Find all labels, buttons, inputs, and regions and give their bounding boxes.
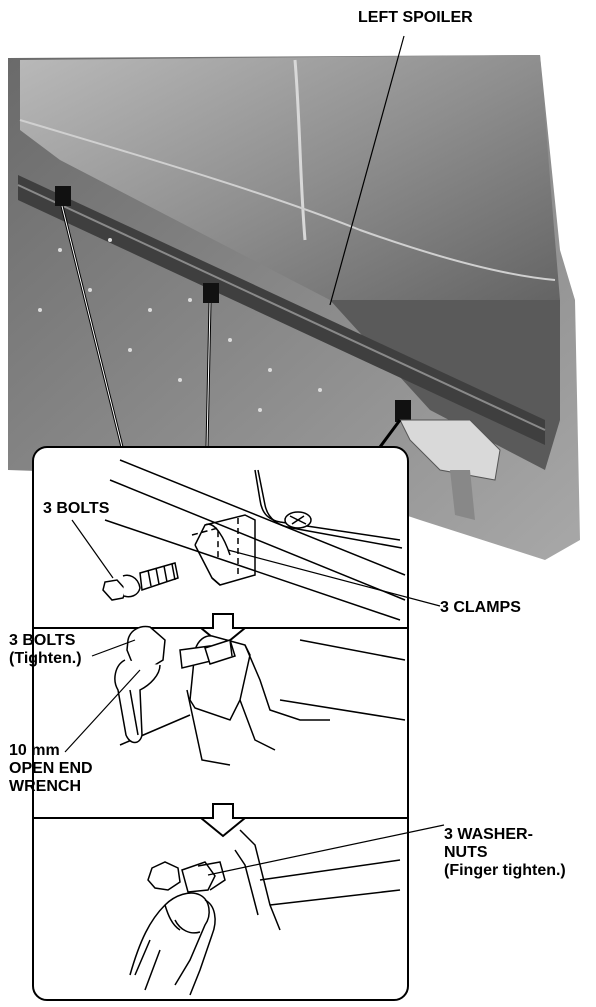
vehicle-photo [8, 55, 580, 560]
detail-box [32, 446, 409, 1001]
panel-3-illustration [129, 829, 401, 996]
clamps-label: 3 CLAMPS [440, 599, 521, 616]
washer-nuts-label-line1: 3 WASHER- [444, 826, 533, 843]
panel-2-illustration [114, 625, 406, 766]
step-arrow-1 [198, 613, 248, 648]
bolts-tighten-label-line1: 3 BOLTS [9, 632, 76, 649]
wrench-label-line1: 10 mm [9, 742, 60, 759]
washer-nuts-label-line3: (Finger tighten.) [444, 862, 566, 879]
wrench-label-line2: OPEN END [9, 760, 93, 777]
clamp-marker-2 [203, 283, 219, 303]
wrench-label-line3: WRENCH [9, 778, 81, 795]
clamp-marker-1 [55, 186, 71, 206]
clamp-marker-3 [395, 400, 411, 422]
left-spoiler-label: LEFT SPOILER [358, 9, 473, 26]
callout-leaders [64, 35, 445, 876]
step-arrow-2 [198, 803, 248, 838]
panel-1-illustration [102, 459, 406, 621]
bolts-label: 3 BOLTS [43, 500, 110, 517]
washer-nuts-label-line2: NUTS [444, 844, 488, 861]
bolts-tighten-label-line2: (Tighten.) [9, 650, 82, 667]
